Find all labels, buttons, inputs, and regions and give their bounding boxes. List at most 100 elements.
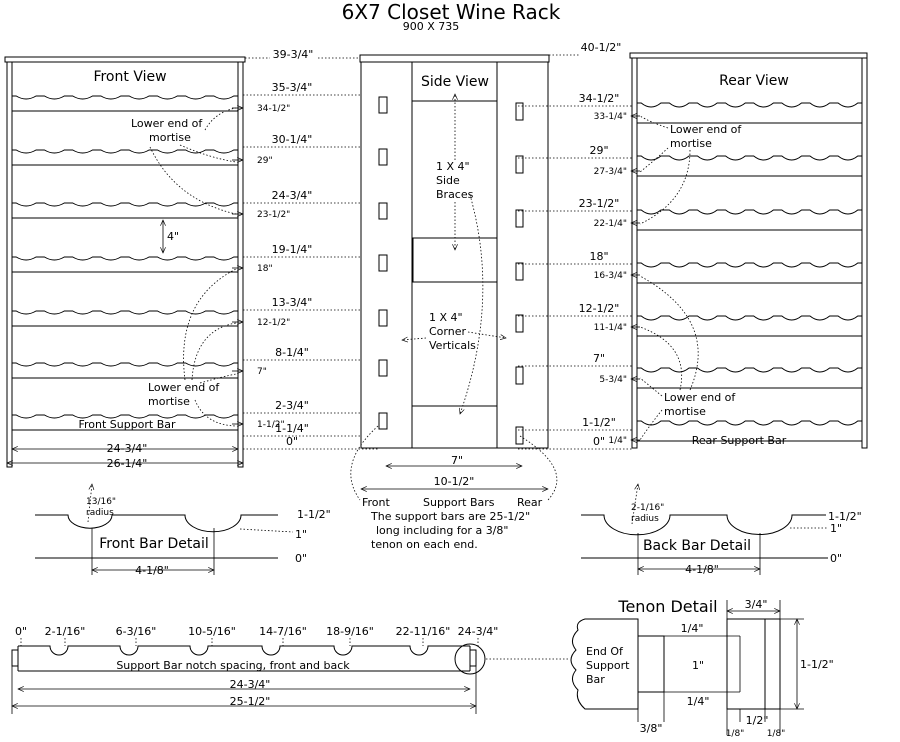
front-mortise-dim-4: 12-1/2" [257,318,290,328]
front-height-2: 24-3/4" [272,189,313,202]
rear-mortise-dim-2: 22-1/4" [594,219,627,229]
front-mortise-dim-2: 23-1/2" [257,210,290,220]
side-front-mortise-5 [378,359,388,377]
front-bar-top-6 [12,414,238,419]
side-rear-mortise-4 [515,314,524,333]
tenon-depth: 3/8" [640,722,663,735]
rear-height-1: 29" [589,144,608,157]
front-view-label: Front View [93,69,166,85]
rear-bar-top-2 [637,209,862,215]
tenon-eighth-2: 1/8" [767,729,786,739]
tenon-half: 1/2" [746,714,769,727]
tenon-middle: 1" [692,659,704,672]
front-bar-dim-3: 0" [295,552,307,565]
front-height-4: 13-3/4" [272,296,313,309]
rear-bar-top-1 [637,155,862,161]
back-bar-detail: Back Bar Detail 2-1/16" radius 1-1/2" 1"… [581,484,862,576]
tenon-end-3: Bar [586,673,605,686]
support-bar: Support Bar notch spacing, front and bac… [12,625,570,714]
side-label-support: Support Bars [423,496,495,509]
support-bar-label: Support Bar notch spacing, front and bac… [116,659,350,672]
side-braces-1: 1 X 4" [436,160,470,173]
rear-rack-bars [637,102,862,442]
tenon-top-dim: 3/4" [745,598,768,611]
front-bar-top-1 [12,149,238,154]
side-rear-mortise-1 [515,155,524,174]
support-len-outer: 25-1/2" [230,695,271,708]
back-bar-radius-2: radius [631,514,659,524]
side-front-mortise-6 [378,412,388,430]
rear-mortise-dim-1: 27-3/4" [594,167,627,177]
side-front-mortise-1 [378,148,388,166]
front-bar-top-4 [12,310,238,315]
rear-height-4: 12-1/2" [579,302,620,315]
front-height-6: 2-3/4" [275,399,309,412]
page-title: 6X7 Closet Wine Rack [342,0,561,24]
front-bar-top-0 [12,95,238,100]
tenon-detail: Tenon Detail End Of Support Bar 1/4" 1" … [570,597,834,739]
tenon-quarter-bottom: 1/4" [687,695,710,708]
front-height-1: 30-1/4" [272,133,313,146]
rear-support-bar-label: Rear Support Bar [692,434,787,447]
side-note-3: tenon on each end. [371,538,478,551]
rear-mortise-dim-6: 1/4" [608,436,627,446]
side-braces-3: Braces [436,188,474,201]
front-bar-spacing: 4-1/8" [135,564,169,577]
rear-bar-top-0 [637,102,862,108]
rear-note-lower-2: mortise [664,405,706,418]
rear-note-lower-1: Lower end of [664,391,736,404]
side-depth-inner: 7" [451,454,463,467]
side-mortises [378,96,524,445]
rear-mortise-dim-0: 33-1/4" [594,112,627,122]
rear-view: Rear View Rear Support Bar Lower end of … [629,52,868,449]
front-mortise-dim-1: 29" [257,156,273,166]
tenon-detail-label: Tenon Detail [617,597,717,616]
side-view-label: Side View [421,74,489,90]
front-bar-dim-2: 1" [295,528,307,541]
rear-height-0: 34-1/2" [579,92,620,105]
tenon-height: 1-1/2" [800,658,834,671]
side-note-2: long including for a 3/8" [376,524,508,537]
support-position-4: 14-7/16" [259,625,307,638]
side-rear-mortise-2 [515,209,524,228]
front-bar-detail-label: Front Bar Detail [99,536,209,552]
front-height-5: 8-1/4" [275,346,309,359]
side-verticals-1: 1 X 4" [429,311,463,324]
side-verticals-2: Corner [429,325,466,338]
front-spacing: 4" [167,230,179,243]
rear-mortise-dim-3: 16-3/4" [594,271,627,281]
side-braces-2: Side [436,174,460,187]
front-bar-radius-2: radius [86,508,114,518]
tenon-end-1: End Of [586,645,624,658]
rear-height-3: 18" [589,250,608,263]
rear-height-2: 23-1/2" [579,197,620,210]
back-bar-spacing: 4-1/8" [685,563,719,576]
support-position-7: 24-3/4" [458,625,499,638]
support-position-2: 6-3/16" [116,625,157,638]
side-front-mortise-0 [378,96,388,114]
side-label-front: Front [362,496,391,509]
rear-top-dim: 40-1/2" [581,41,622,54]
front-bar-radius-1: 13/16" [86,497,116,507]
support-len-inner: 24-3/4" [230,678,271,691]
rear-mortise-dim-5: 5-3/4" [599,375,627,385]
back-bar-dim-3: 0" [830,552,842,565]
side-front-mortise-3 [378,254,388,272]
front-width-outer: 26-1/4" [107,457,148,470]
front-height-labels: 39-3/4"35-3/4"30-1/4"24-3/4"19-1/4"13-3/… [232,48,378,450]
rear-bar-top-6 [637,420,862,426]
side-rear-mortise-5 [515,366,524,385]
back-bar-detail-label: Back Bar Detail [643,538,751,554]
side-verticals-3: Verticals [429,339,476,352]
front-note-upper-1: Lower end of [131,117,203,130]
side-note-1: The support bars are 25-1/2" [370,510,530,523]
support-position-0: 0" [15,625,27,638]
front-support-bar-label: Front Support Bar [78,418,176,431]
support-bar-positions: 0"2-1/16"6-3/16"10-5/16"14-7/16"18-9/16"… [15,625,498,646]
front-bar-top-3 [12,256,238,261]
front-bar-detail: Front Bar Detail 13/16" radius 1-1/2" 1"… [35,484,331,577]
rear-height-6: 1-1/2" [582,416,616,429]
side-rear-mortise-0 [515,102,524,121]
side-rear-mortise-3 [515,262,524,281]
rear-height-7: 0" [593,435,605,448]
